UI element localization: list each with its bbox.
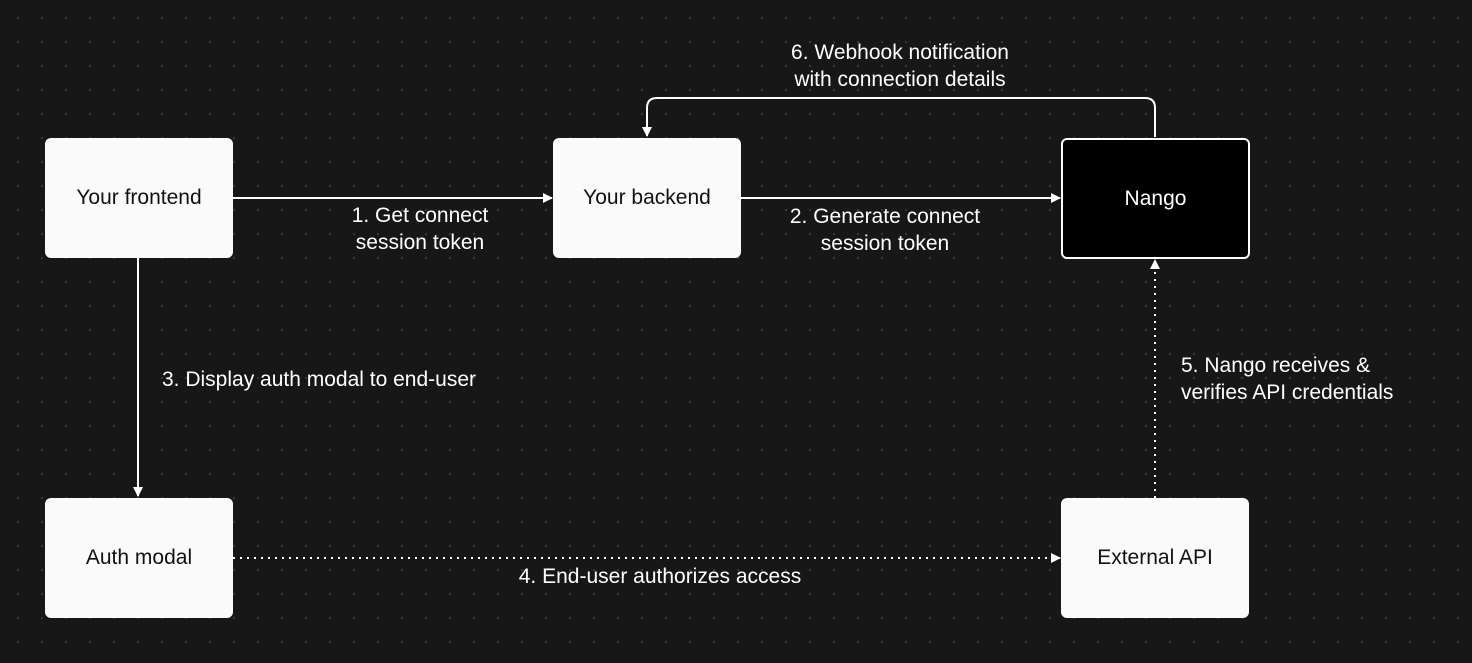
node-your-frontend-label: Your frontend [76,186,202,209]
node-auth-modal-label: Auth modal [85,546,193,569]
label-step-3: 3. Display auth modal to end-user [162,366,476,393]
node-nango: Nango [1061,138,1250,259]
label-step-5-line-2: verifies API credentials [1181,381,1394,404]
label-step-2-line-1: 2. Generate connect [789,205,981,228]
label-step-5: 5. Nango receives & verifies API credent… [1181,352,1393,406]
label-step-6-line-2: with connection details [794,68,1006,91]
node-your-frontend: Your frontend [45,138,233,258]
label-step-4: 4. End-user authorizes access [460,563,860,590]
node-your-backend: Your backend [553,138,741,258]
node-nango-label: Nango [1124,186,1187,210]
node-external-api: External API [1061,498,1249,618]
node-your-backend-label: Your backend [583,186,711,209]
label-step-1-line-1: 1. Get connect [351,204,489,227]
node-external-api-label: External API [1097,546,1213,569]
label-step-6: 6. Webhook notification with connection … [760,39,1040,93]
node-auth-modal: Auth modal [45,498,233,618]
label-step-5-line-1: 5. Nango receives & [1181,354,1371,377]
label-step-1-line-2: session token [355,231,485,254]
label-step-3-line-1: 3. Display auth modal to end-user [162,368,477,391]
label-step-2-line-2: session token [820,232,950,255]
label-step-6-line-1: 6. Webhook notification [791,41,1009,64]
edge-nango-to-backend-webhook [642,97,1156,137]
label-step-1: 1. Get connect session token [320,202,520,256]
label-step-2: 2. Generate connect session token [765,203,1005,257]
label-step-4-line-1: 4. End-user authorizes access [518,565,802,588]
